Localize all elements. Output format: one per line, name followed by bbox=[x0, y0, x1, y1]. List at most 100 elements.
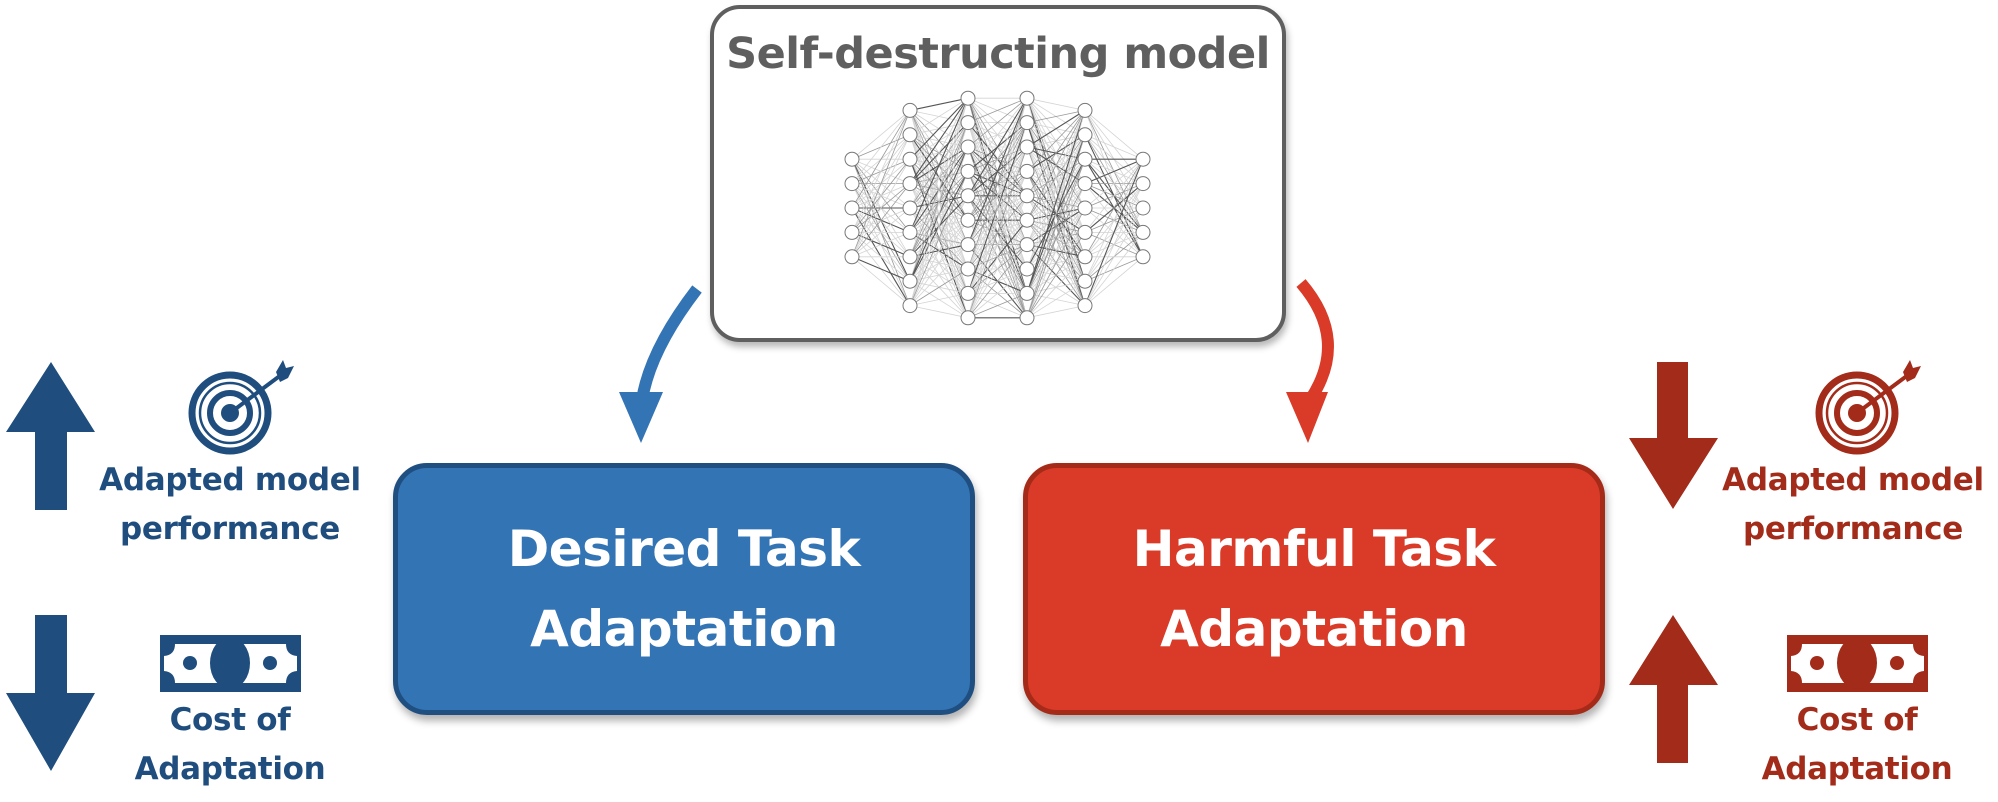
network-node bbox=[1135, 176, 1151, 192]
network-edge bbox=[1026, 110, 1086, 294]
money-bill-icon bbox=[160, 635, 301, 692]
target-icon bbox=[1815, 360, 1921, 455]
network-node bbox=[1077, 224, 1093, 240]
network-node bbox=[1135, 224, 1151, 240]
network-edge bbox=[909, 98, 969, 209]
network-edge bbox=[851, 110, 911, 233]
network-edge bbox=[851, 110, 911, 257]
harmful-cost-label: Cost of Adaptation bbox=[1697, 696, 1998, 794]
curved-arrow-to-desired-head bbox=[619, 392, 663, 443]
network-edge bbox=[1026, 110, 1086, 245]
network-node bbox=[1077, 151, 1093, 167]
network-node bbox=[844, 200, 860, 216]
desired-performance-line1: Adapted model bbox=[99, 462, 361, 498]
network-edge bbox=[967, 171, 1028, 318]
network-edge bbox=[1026, 110, 1086, 270]
network-node bbox=[960, 261, 976, 277]
network-layer-5 bbox=[1077, 102, 1093, 314]
network-node bbox=[902, 273, 918, 289]
network-edge bbox=[851, 134, 911, 257]
network-edge bbox=[909, 97, 969, 160]
network-node bbox=[1019, 285, 1035, 301]
network-edge bbox=[1084, 256, 1144, 306]
network-node bbox=[1077, 102, 1093, 118]
network-edge bbox=[909, 244, 969, 306]
network-node bbox=[1019, 90, 1035, 106]
network-edge bbox=[909, 98, 969, 257]
network-edge bbox=[909, 122, 969, 306]
network-edge bbox=[1026, 110, 1086, 172]
network-node bbox=[1019, 139, 1035, 155]
network-edge bbox=[851, 183, 911, 258]
harmful-task-line1: Harmful Task bbox=[1132, 520, 1496, 578]
desired-cost-line2: Adaptation bbox=[134, 751, 326, 787]
network-edge bbox=[1026, 183, 1086, 318]
network-edge bbox=[1084, 183, 1144, 306]
network-node bbox=[902, 127, 918, 143]
network-edge bbox=[967, 98, 1028, 318]
network-edge bbox=[851, 256, 911, 282]
network-node bbox=[960, 285, 976, 301]
desired-performance-label: Adapted model performance bbox=[70, 456, 390, 554]
network-edge bbox=[1026, 110, 1086, 197]
network-edge bbox=[1026, 110, 1086, 318]
network-edge bbox=[967, 293, 1028, 319]
network-edge bbox=[1026, 207, 1086, 318]
network-edge bbox=[967, 244, 1028, 319]
network-edge bbox=[967, 97, 1028, 148]
network-edge bbox=[967, 146, 1028, 318]
network-edge bbox=[909, 195, 969, 306]
network-node bbox=[902, 200, 918, 216]
network-edge bbox=[1084, 158, 1144, 209]
network-node bbox=[1019, 163, 1035, 179]
network-node bbox=[1019, 237, 1035, 253]
network-edge bbox=[1026, 256, 1086, 319]
network-layer-4 bbox=[1019, 90, 1035, 326]
network-edge bbox=[909, 97, 969, 111]
network-edge bbox=[967, 97, 1028, 197]
network-edge bbox=[1026, 109, 1086, 148]
network-edge bbox=[1084, 232, 1144, 306]
network-edge bbox=[967, 98, 1028, 270]
network-edge bbox=[909, 97, 969, 136]
network-edge bbox=[851, 158, 911, 258]
network-node bbox=[960, 212, 976, 228]
desired-cost-line1: Cost of bbox=[169, 702, 291, 738]
network-node bbox=[960, 115, 976, 131]
network-edge bbox=[967, 97, 1028, 245]
network-edge bbox=[1084, 134, 1144, 160]
network-edge bbox=[909, 98, 969, 282]
network-edge bbox=[967, 219, 1028, 319]
curved-arrow-to-harmful-head bbox=[1286, 392, 1328, 443]
money-bill-icon bbox=[1787, 635, 1928, 692]
arrow-down-icon bbox=[6, 615, 95, 771]
network-edge bbox=[851, 110, 911, 184]
model-title: Self-destructing model bbox=[726, 29, 1270, 79]
network-node bbox=[1019, 188, 1035, 204]
network-edge bbox=[909, 219, 969, 306]
network-node bbox=[1135, 200, 1151, 216]
network-edge bbox=[1026, 110, 1086, 123]
network-layer-1 bbox=[844, 151, 860, 265]
network-node bbox=[960, 310, 976, 326]
harmful-performance-line2: performance bbox=[1743, 511, 1963, 547]
network-node bbox=[902, 224, 918, 240]
network-edge bbox=[851, 232, 911, 258]
network-edge bbox=[851, 110, 911, 160]
desired-performance-line2: performance bbox=[120, 511, 340, 547]
network-edge bbox=[1026, 280, 1086, 319]
network-edge bbox=[1026, 305, 1086, 319]
network-node bbox=[1077, 273, 1093, 289]
network-edge bbox=[1026, 232, 1086, 319]
network-edge bbox=[967, 97, 1028, 172]
network-edge bbox=[909, 305, 969, 319]
network-node bbox=[1135, 151, 1151, 167]
network-edge bbox=[1026, 97, 1086, 111]
network-node bbox=[1077, 176, 1093, 192]
arrow-up-icon bbox=[1629, 615, 1718, 763]
network-node bbox=[1019, 310, 1035, 326]
harmful-performance-line1: Adapted model bbox=[1722, 462, 1984, 498]
self-destructing-model-box: Self-destructing model bbox=[710, 5, 1286, 342]
network-node bbox=[1019, 212, 1035, 228]
